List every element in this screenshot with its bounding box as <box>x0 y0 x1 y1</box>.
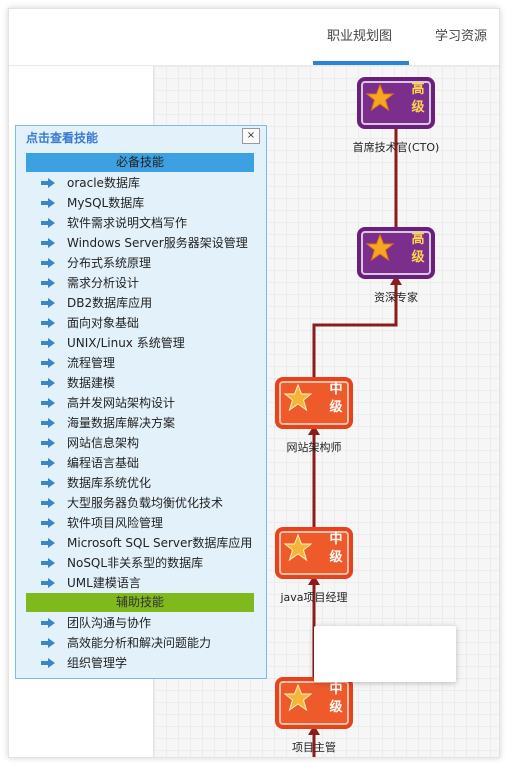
arrowhead-expert <box>390 275 402 285</box>
star-icon <box>365 233 395 262</box>
close-button[interactable]: × <box>242 128 260 144</box>
tab-learning-resources[interactable]: 学习资源 <box>435 29 488 44</box>
career-node-java-pm-label: java项目经理 <box>280 591 348 604</box>
right-arrow-icon <box>41 198 55 208</box>
required-skills-header: 必备技能 <box>26 153 254 172</box>
right-arrow-icon <box>41 238 55 248</box>
skill-item-label: 数据库系统优化 <box>67 476 152 490</box>
right-arrow-icon <box>41 178 55 188</box>
arrowhead-pm <box>308 575 320 585</box>
hover-tooltip <box>314 626 456 682</box>
right-arrow-icon <box>41 538 55 548</box>
skill-item-label: 软件项目风险管理 <box>67 516 164 530</box>
career-node-cto[interactable]: 高级 <box>357 77 435 129</box>
right-arrow-icon <box>41 218 55 228</box>
skill-item-label: 数据建模 <box>67 376 116 390</box>
right-arrow-icon <box>41 498 55 508</box>
node-level-label: 高级 <box>411 82 425 115</box>
arrowhead-architect <box>308 425 320 435</box>
arrowhead-lead <box>308 725 320 735</box>
skill-item-label: 需求分析设计 <box>67 276 140 290</box>
star-icon <box>283 533 313 562</box>
skill-item-label: 软件需求说明文档写作 <box>67 216 188 230</box>
right-arrow-icon <box>41 418 55 428</box>
star-icon <box>283 383 313 412</box>
right-arrow-icon <box>41 458 55 468</box>
career-node-architect-label: 网站架构师 <box>286 441 342 454</box>
right-arrow-icon <box>41 658 55 668</box>
right-arrow-icon <box>41 518 55 528</box>
skill-item-label: 高效能分析和解决问题能力 <box>67 636 212 650</box>
right-arrow-icon <box>41 318 55 328</box>
right-arrow-icon <box>41 298 55 308</box>
skill-item-label: 大型服务器负载均衡优化技术 <box>67 496 224 510</box>
right-arrow-icon <box>41 398 55 408</box>
career-node-senior-expert-label: 资深专家 <box>374 291 418 304</box>
skill-item-label: 流程管理 <box>67 356 116 370</box>
right-arrow-icon <box>41 278 55 288</box>
tab-career-map[interactable]: 职业规划图 <box>327 29 393 44</box>
skills-panel-header: 点击查看技能 × <box>16 126 266 146</box>
node-level-label: 高级 <box>411 232 425 265</box>
skill-item-label: MySQL数据库 <box>67 196 145 210</box>
skill-item-label: NoSQL非关系型的数据库 <box>67 556 204 570</box>
skill-item-label: 分布式系统原理 <box>67 256 152 270</box>
career-node-java-pm[interactable]: 中级 <box>275 527 353 579</box>
career-node-cto-label: 首席技术官(CTO) <box>352 141 440 154</box>
skills-panel: 点击查看技能 × 必备技能 oracle数据库 MySQL数据库软件需求说明文档写… <box>15 125 267 679</box>
tab-bar: 职业规划图 学习资源 <box>9 9 499 66</box>
skill-item-label: 面向对象基础 <box>67 316 140 330</box>
skill-item-label: UNIX/Linux 系统管理 <box>67 336 185 350</box>
active-tab-indicator <box>313 61 409 65</box>
right-arrow-icon <box>41 338 55 348</box>
skill-item-label: DB2数据库应用 <box>67 296 153 310</box>
aux-skills-header: 辅助技能 <box>26 593 254 612</box>
skills-panel-title: 点击查看技能 <box>26 131 99 145</box>
skill-item-label: oracle数据库 <box>67 176 140 190</box>
right-arrow-icon <box>41 258 55 268</box>
career-node-project-lead[interactable]: 中级 <box>275 677 353 729</box>
right-arrow-icon <box>41 558 55 568</box>
skill-item-label: Windows Server服务器架设管理 <box>67 236 248 250</box>
career-node-senior-expert[interactable]: 高级 <box>357 227 435 279</box>
node-level-label: 中级 <box>329 532 343 565</box>
skill-item-label: 编程语言基础 <box>67 456 140 470</box>
skill-item-label: Microsoft SQL Server数据库应用 <box>67 536 253 550</box>
star-icon <box>365 83 395 112</box>
right-arrow-icon <box>41 638 55 648</box>
skill-item-label: 高并发网站架构设计 <box>67 396 176 410</box>
right-arrow-icon <box>41 578 55 588</box>
right-arrow-icon <box>41 358 55 368</box>
skill-item-label: 海量数据库解决方案 <box>67 416 176 430</box>
career-node-project-lead-label: 项目主管 <box>292 741 336 754</box>
right-arrow-icon <box>41 618 55 628</box>
skill-item-label: 团队沟通与协作 <box>67 616 152 630</box>
star-icon <box>283 683 313 712</box>
node-level-label: 中级 <box>329 382 343 415</box>
skill-item-label: 网站信息架构 <box>67 436 140 450</box>
right-arrow-icon <box>41 438 55 448</box>
skill-item-label: UML建模语言 <box>67 576 141 590</box>
skill-item-label: 组织管理学 <box>67 656 128 670</box>
node-level-label: 中级 <box>329 682 343 715</box>
connector-expert-architect <box>312 281 398 378</box>
right-arrow-icon <box>41 478 55 488</box>
right-arrow-icon <box>41 378 55 388</box>
career-node-architect[interactable]: 中级 <box>275 377 353 429</box>
